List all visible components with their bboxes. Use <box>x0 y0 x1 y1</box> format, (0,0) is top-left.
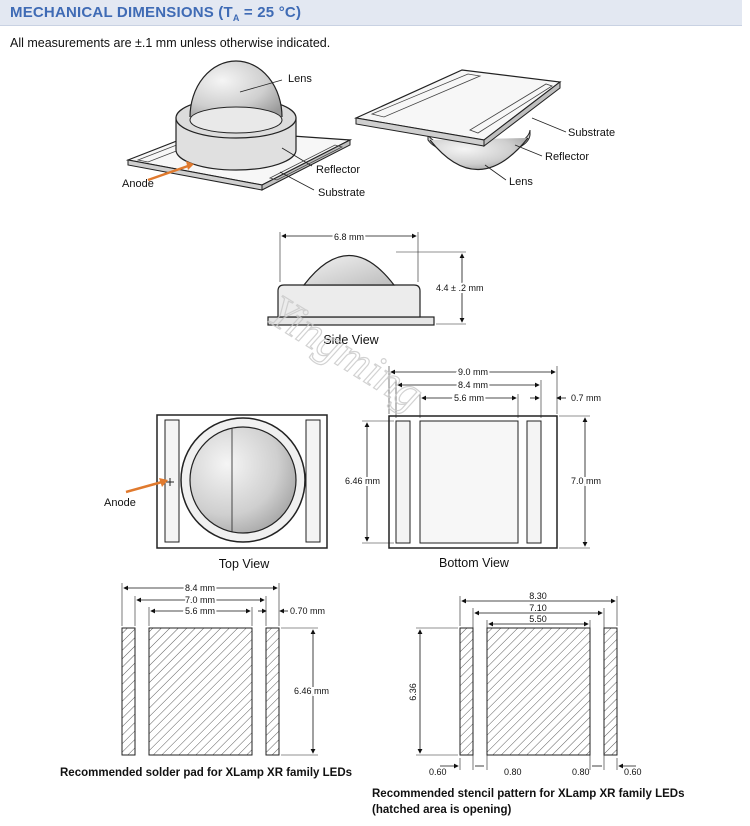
solder-pad-caption: Recommended solder pad for XLamp XR fami… <box>60 767 352 779</box>
stencil-dim-636: 6.36 <box>408 683 418 701</box>
perspective-bottom-view: Substrate Reflector Lens <box>353 69 615 188</box>
solder-pad-drawing: 8.4 mm 7.0 mm 5.6 mm 0.70 mm 6.46 mm Rec… <box>60 581 352 779</box>
tolerance-note: All measurements are ±.1 mm unless other… <box>10 36 331 50</box>
perspective-top-view: Lens Reflector Substrate Anode <box>122 60 365 199</box>
label-reflector-right: Reflector <box>545 151 589 163</box>
stencil-bottom-1: 0.60 <box>429 767 447 777</box>
bottom-view-caption: Bottom View <box>439 556 510 570</box>
stencil-dim-710: 7.10 <box>529 603 547 613</box>
bottom-dim-9: 9.0 mm <box>458 367 488 377</box>
bottom-dim-07: 0.7 mm <box>571 393 601 403</box>
top-view: Anode Top View <box>104 414 328 571</box>
pad-dim-07: 0.70 mm <box>290 606 325 616</box>
side-view: 6.8 mm 4.4 ± .2 mm Side View <box>267 230 485 347</box>
side-width-dim: 6.8 mm <box>334 232 364 242</box>
stencil-caption-line2: (hatched area is opening) <box>372 804 511 816</box>
stencil-caption-line1: Recommended stencil pattern for XLamp XR… <box>372 788 685 800</box>
label-reflector: Reflector <box>316 164 360 176</box>
stencil-dim-550: 5.50 <box>529 614 547 624</box>
top-anode-label: Anode <box>104 497 136 509</box>
pad-dim-56: 5.6 mm <box>185 606 215 616</box>
pad-dim-646: 6.46 mm <box>294 686 329 696</box>
stencil-drawing: 8.30 7.10 5.50 6.36 0.60 0.80 0.80 0.60 … <box>372 591 685 816</box>
section-header: MECHANICAL DIMENSIONS (TA = 25 °C) <box>0 0 742 26</box>
label-lens: Lens <box>288 73 312 85</box>
stencil-bottom-4: 0.60 <box>624 767 642 777</box>
label-substrate: Substrate <box>318 187 365 199</box>
bottom-dim-84: 8.4 mm <box>458 380 488 390</box>
label-lens-right: Lens <box>509 176 533 188</box>
bottom-view: 9.0 mm 8.4 mm 5.6 mm 0.7 mm 6.46 mm 7.0 … <box>343 365 603 570</box>
side-view-caption: Side View <box>323 333 379 347</box>
section-title: MECHANICAL DIMENSIONS (TA = 25 °C) <box>10 4 302 23</box>
top-view-caption: Top View <box>219 557 270 571</box>
pad-dim-70: 7.0 mm <box>185 595 215 605</box>
bottom-dim-70: 7.0 mm <box>571 476 601 486</box>
label-anode: Anode <box>122 178 154 190</box>
label-substrate-right: Substrate <box>568 127 615 139</box>
pad-dim-84: 8.4 mm <box>185 583 215 593</box>
stencil-bottom-2: 0.80 <box>504 767 522 777</box>
bottom-dim-646: 6.46 mm <box>345 476 380 486</box>
stencil-dim-830: 8.30 <box>529 591 547 601</box>
stencil-bottom-3: 0.80 <box>572 767 590 777</box>
bottom-dim-56: 5.6 mm <box>454 393 484 403</box>
side-height-dim: 4.4 ± .2 mm <box>436 283 483 293</box>
